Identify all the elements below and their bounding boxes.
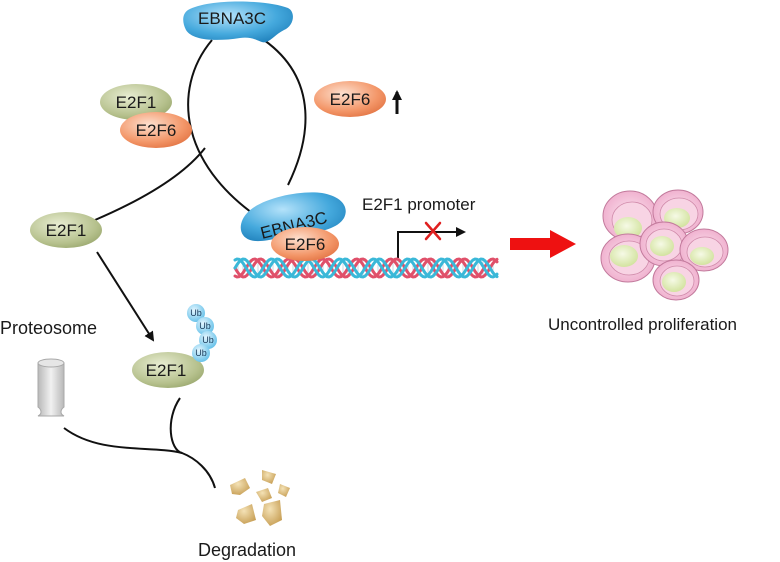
proliferating-cells bbox=[600, 189, 729, 301]
e2f1-complex-blob bbox=[100, 84, 172, 120]
uncontrolled-proliferation-label: Uncontrolled proliferation bbox=[548, 315, 737, 334]
promoter-label: E2F1 promoter bbox=[362, 195, 476, 214]
cell-icon bbox=[652, 259, 700, 301]
promoter-arrow bbox=[397, 227, 466, 258]
degradation-debris-icon bbox=[230, 470, 290, 526]
blocked-x-icon bbox=[424, 221, 442, 241]
svg-text:Ub: Ub bbox=[199, 321, 211, 331]
degradation-left-line bbox=[63, 427, 183, 454]
complex-to-e2f1-line bbox=[94, 147, 206, 221]
ubiquitin-icon bbox=[196, 317, 214, 335]
dna-helix bbox=[233, 257, 499, 279]
svg-text:Ub: Ub bbox=[195, 348, 207, 358]
e2f1-to-ub-arrow bbox=[96, 251, 155, 342]
ubiquitin-icon bbox=[187, 304, 205, 322]
e2f6-bound-label: E2F6 bbox=[285, 235, 326, 254]
e2f1-e2f6-complex: E2F1 E2F6 bbox=[100, 84, 192, 148]
degradation-label: Degradation bbox=[198, 540, 296, 560]
e2f1-free-blob bbox=[30, 212, 102, 248]
e2f6-bound-blob bbox=[271, 227, 339, 261]
cell-icon bbox=[679, 228, 729, 272]
cell-icon bbox=[602, 190, 658, 242]
dna-strand bbox=[233, 257, 499, 279]
e2f1-complex-label: E2F1 bbox=[116, 93, 157, 112]
proteosome-icon bbox=[37, 358, 65, 417]
svg-text:Ub: Ub bbox=[190, 308, 202, 318]
e2f6-complex-blob bbox=[120, 112, 192, 148]
loop-right-line bbox=[263, 39, 307, 186]
dna-strand bbox=[233, 257, 499, 279]
ebna3c-top-blob: EBNA3C bbox=[183, 1, 293, 43]
ubiquitin-chain: Ub Ub Ub Ub bbox=[187, 304, 217, 362]
ebna3c-top-label: EBNA3C bbox=[198, 9, 266, 28]
e2f6-complex-label: E2F6 bbox=[136, 121, 177, 140]
e2f1-ubiquitinated: E2F1 Ub Ub Ub Ub bbox=[132, 304, 217, 388]
loop-left-line bbox=[187, 39, 271, 226]
e2f6-up-label: E2F6 bbox=[330, 90, 371, 109]
e2f6-upregulated: E2F6 bbox=[314, 81, 386, 117]
promoter-bound-complex: EBNA3C E2F6 bbox=[240, 192, 346, 261]
e2f6-up-blob bbox=[314, 81, 386, 117]
e2f1-ub-blob bbox=[132, 352, 204, 388]
ubiquitin-icon bbox=[192, 344, 210, 362]
e2f1-ub-label: E2F1 bbox=[146, 361, 187, 380]
proteosome-label: Proteosome bbox=[0, 318, 97, 338]
svg-text:Ub: Ub bbox=[202, 335, 214, 345]
e2f1-free-label: E2F1 bbox=[46, 221, 87, 240]
e2f1-free: E2F1 bbox=[30, 212, 102, 248]
red-arrow-icon bbox=[510, 230, 576, 258]
degradation-right-line bbox=[169, 397, 216, 489]
interaction-lines bbox=[63, 39, 466, 489]
